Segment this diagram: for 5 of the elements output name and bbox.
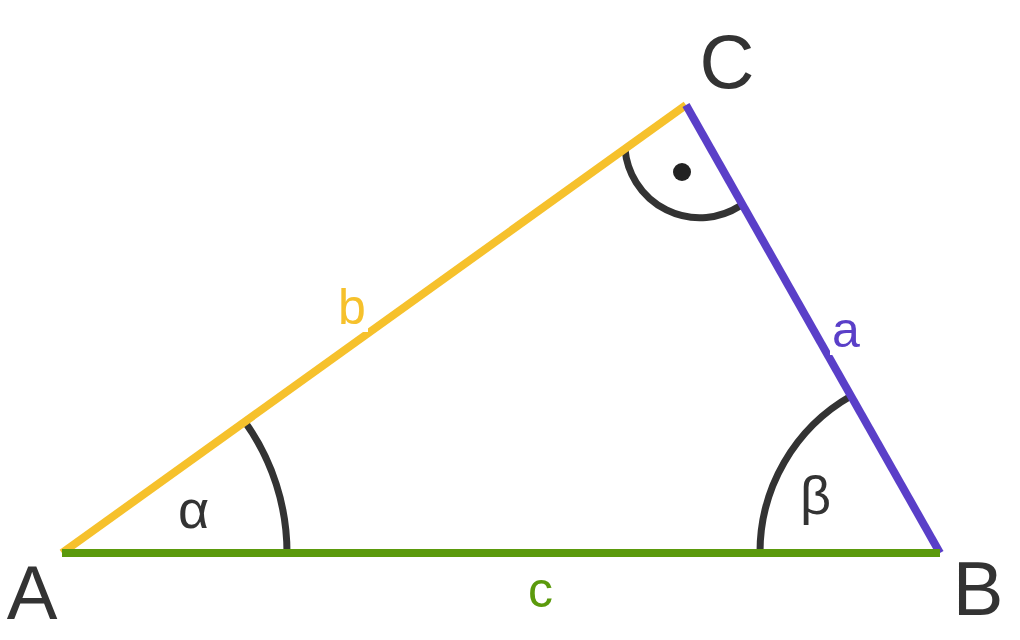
angle-label: α xyxy=(178,482,210,536)
triangle-side xyxy=(682,103,944,555)
vertex-label: B xyxy=(940,553,1016,625)
vertex-label: A xyxy=(2,553,62,633)
vertex-label: C xyxy=(686,18,768,105)
